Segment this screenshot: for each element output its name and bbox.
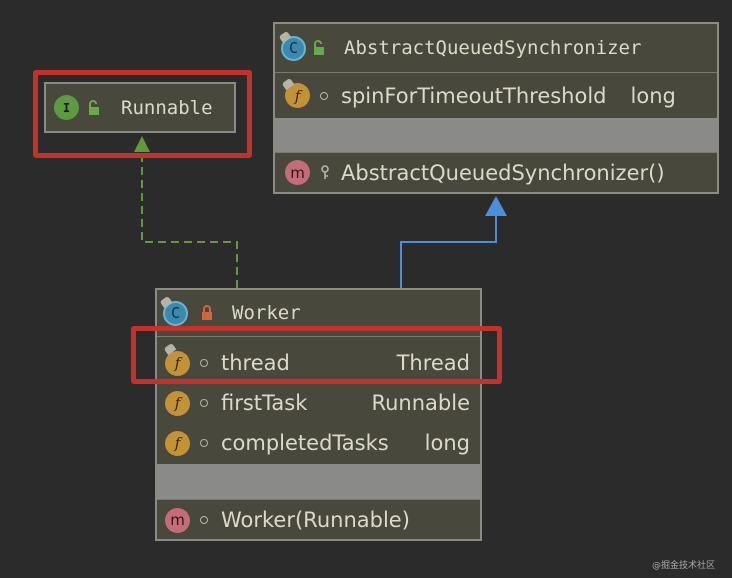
field-name: thread: [221, 351, 290, 375]
method-name: Worker(Runnable): [221, 508, 410, 532]
aqs-class-box[interactable]: C AbstractQueuedSynchronizer f spinForTi…: [273, 22, 719, 194]
method-icon: m: [285, 160, 310, 185]
unlock-icon: [87, 99, 101, 116]
runnable-interface-box[interactable]: I Runnable: [44, 82, 236, 133]
implements-line: [141, 152, 238, 288]
lock-icon: [200, 305, 214, 321]
method-icon: m: [165, 507, 190, 533]
field-icon: f: [165, 350, 190, 376]
field-type: long: [424, 431, 470, 455]
protected-key-icon: [320, 164, 330, 181]
field-name: spinForTimeoutThreshold: [341, 83, 607, 108]
extends-line: [400, 216, 497, 288]
worker-name: Worker: [232, 302, 301, 324]
method-name: AbstractQueuedSynchronizer(): [341, 160, 665, 185]
aqs-field-row[interactable]: f spinForTimeoutThreshold long: [275, 73, 717, 118]
aqs-method-row[interactable]: m AbstractQueuedSynchronizer(): [275, 153, 717, 192]
field-name: completedTasks: [221, 431, 389, 455]
watermark: @掘金技术社区: [652, 561, 716, 571]
field-icon: f: [165, 390, 190, 416]
worker-field-row[interactable]: f firstTask Runnable: [157, 383, 480, 423]
extends-arrowhead: [485, 196, 507, 216]
runnable-name: Runnable: [121, 96, 213, 119]
implements-arrowhead: [134, 136, 150, 152]
field-type: Runnable: [371, 391, 470, 415]
separator: [275, 72, 717, 73]
separator: [275, 152, 717, 153]
worker-method-row[interactable]: m Worker(Runnable): [157, 501, 480, 539]
worker-field-row[interactable]: f thread Thread: [157, 343, 480, 383]
package-private-icon: [200, 359, 208, 367]
runnable-highlight: [33, 70, 252, 158]
aqs-name: AbstractQueuedSynchronizer: [344, 37, 642, 59]
empty-section: [275, 118, 717, 152]
unlock-icon: [312, 40, 326, 56]
interface-icon: I: [54, 95, 79, 120]
package-private-icon: [200, 399, 208, 407]
separator: [157, 499, 480, 500]
worker-field-row[interactable]: f completedTasks long: [157, 423, 480, 463]
field-type: long: [630, 83, 676, 108]
package-private-icon: [200, 439, 208, 447]
field-icon: f: [165, 430, 190, 456]
separator: [157, 336, 480, 337]
empty-section: [157, 464, 480, 499]
field-type: Thread: [396, 351, 470, 375]
thread-field-highlight: [131, 326, 502, 384]
package-private-icon: [320, 91, 328, 100]
field-name: firstTask: [221, 391, 308, 415]
package-private-icon: [200, 516, 208, 524]
